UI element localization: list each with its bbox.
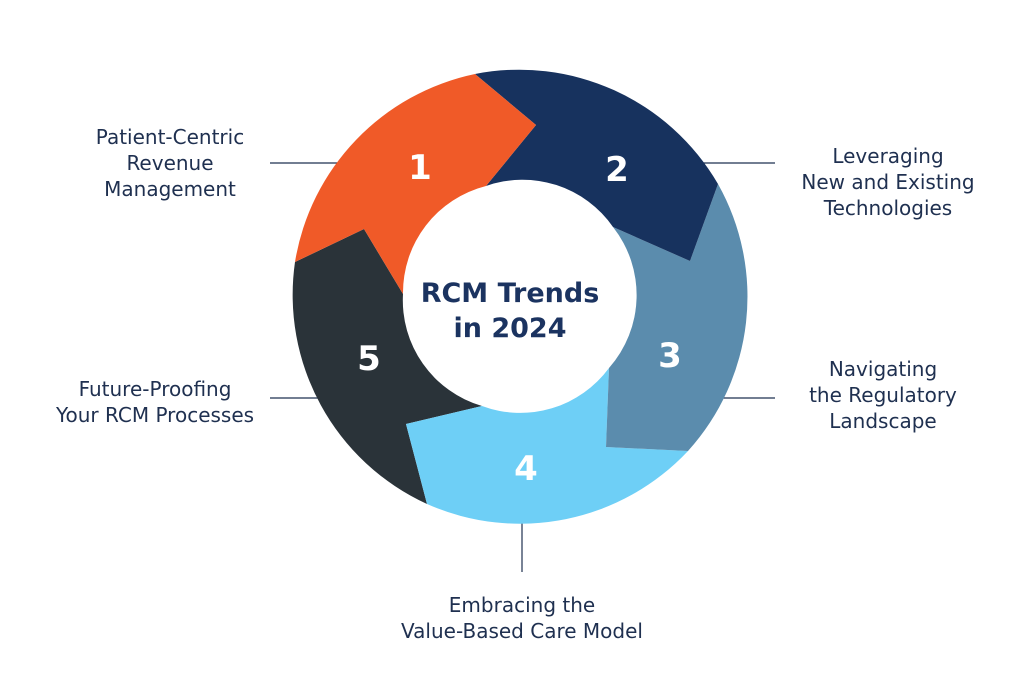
step-label-2: Leveraging New and Existing Technologies — [770, 143, 1006, 221]
step-number-5: 5 — [357, 339, 381, 379]
segment-1 — [295, 74, 536, 294]
step-number-2: 2 — [605, 150, 629, 190]
segment-2 — [475, 69, 718, 262]
segment-5 — [292, 229, 482, 504]
step-number-3: 3 — [658, 336, 682, 376]
step-label-3: Navigating the Regulatory Landscape — [765, 356, 1001, 434]
step-label-3-line-2: the Regulatory — [809, 383, 957, 407]
step-label-1-line-3: Management — [104, 177, 236, 201]
step-label-2-line-1: Leveraging — [832, 144, 944, 168]
step-label-3-line-1: Navigating — [828, 357, 938, 381]
step-label-5: Future-Proofing Your RCM Processes — [30, 376, 280, 428]
step-label-4: Embracing the Value-Based Care Model — [382, 592, 662, 644]
step-label-1: Patient-Centric Revenue Management — [60, 124, 280, 202]
step-label-2-line-2: New and Existing — [801, 170, 975, 194]
step-label-4-line-1: Embracing the — [448, 593, 596, 617]
center-title: RCM Trends in 2024 — [410, 276, 610, 346]
segment-4 — [406, 368, 688, 524]
step-label-5-line-2: Your RCM Processes — [55, 403, 255, 427]
step-label-5-line-1: Future-Proofing — [78, 377, 232, 401]
step-label-3-line-3: Landscape — [829, 409, 937, 433]
center-title-line-1: RCM Trends — [420, 278, 600, 309]
step-number-1: 1 — [408, 148, 432, 188]
step-label-1-line-2: Revenue — [126, 151, 214, 175]
step-number-4: 4 — [514, 449, 538, 489]
segment-3 — [606, 184, 748, 451]
step-label-4-line-2: Value-Based Care Model — [401, 619, 643, 643]
center-title-line-2: in 2024 — [453, 313, 567, 344]
step-label-2-line-3: Technologies — [823, 196, 953, 220]
step-label-1-line-1: Patient-Centric — [95, 125, 245, 149]
